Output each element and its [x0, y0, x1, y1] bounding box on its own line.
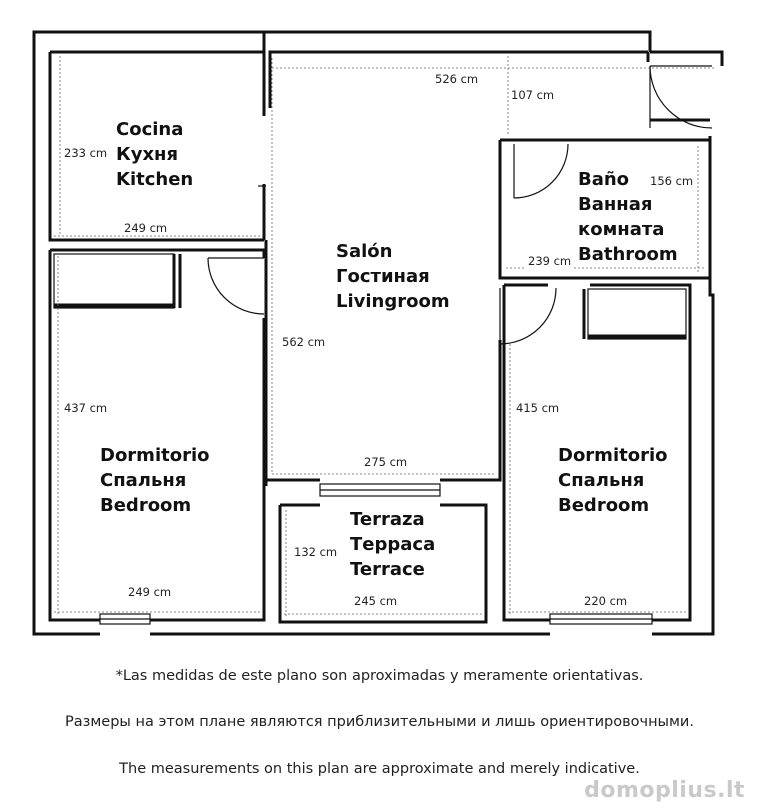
bedroom-right-label-es: Dormitorio [558, 445, 668, 466]
kitchen-label-en: Kitchen [116, 169, 193, 190]
bedroom-right-height-dim: 415 cm [516, 401, 559, 415]
doors [207, 65, 713, 345]
bedroom-left-height-dim: 437 cm [64, 401, 107, 415]
bedroom-right-label-ru: Спальня [558, 470, 644, 491]
kitchen-label-ru: Кухня [116, 144, 178, 165]
living-height-dim: 562 cm [282, 335, 325, 349]
living-width-dim: 275 cm [364, 455, 407, 469]
interior-walls [48, 50, 710, 624]
floor-plan: Cocina Кухня Kitchen Salón Гостиная Livi… [32, 30, 724, 636]
kitchen-height-dim: 233 cm [64, 146, 107, 160]
entrance-depth-dim: 107 cm [511, 88, 554, 102]
closets [53, 253, 687, 340]
bedroom-left-width-dim: 249 cm [128, 585, 171, 599]
dimension-labels: 233 cm 249 cm 526 cm 107 cm 156 cm 239 c… [62, 72, 696, 608]
bathroom-label-es: Baño [578, 169, 629, 190]
kitchen-width-dim: 249 cm [124, 221, 167, 235]
terrace-height-dim: 132 cm [294, 545, 337, 559]
windows [99, 483, 653, 625]
bedroom-right-width-dim: 220 cm [584, 594, 627, 608]
disclaimer-ru: Размеры на этом плане являются приблизит… [65, 714, 694, 730]
room-labels: Cocina Кухня Kitchen Salón Гостиная Livi… [100, 119, 678, 580]
watermark-logo: domoplius.lt [584, 778, 745, 803]
living-label-es: Salón [336, 241, 392, 262]
disclaimer-en: The measurements on this plan are approx… [119, 761, 640, 777]
living-label-en: Livingroom [336, 291, 450, 312]
disclaimer-es: *Las medidas de este plano son aproximad… [115, 668, 644, 684]
terrace-label-es: Terraza [350, 509, 425, 530]
living-label-ru: Гостиная [336, 266, 430, 287]
bathroom-label-ru: Ванная [578, 194, 652, 215]
bedroom-left-label-es: Dormitorio [100, 445, 210, 466]
bedroom-left-label-en: Bedroom [100, 495, 191, 516]
bedroom-right-label-en: Bedroom [558, 495, 649, 516]
bathroom-label-en: Bathroom [578, 244, 678, 265]
bath-height-dim: 156 cm [650, 174, 693, 188]
bath-width-dim: 239 cm [528, 254, 571, 268]
dimension-lines [54, 56, 716, 616]
living-top-width-dim: 526 cm [435, 72, 478, 86]
terrace-label-en: Terrace [350, 559, 425, 580]
terrace-width-dim: 245 cm [354, 594, 397, 608]
outer-walls [32, 30, 724, 636]
kitchen-label-es: Cocina [116, 119, 183, 140]
bedroom-left-label-ru: Спальня [100, 470, 186, 491]
terrace-label-ru: Терраса [350, 534, 435, 555]
bathroom-label-ru-2: комната [578, 219, 664, 240]
